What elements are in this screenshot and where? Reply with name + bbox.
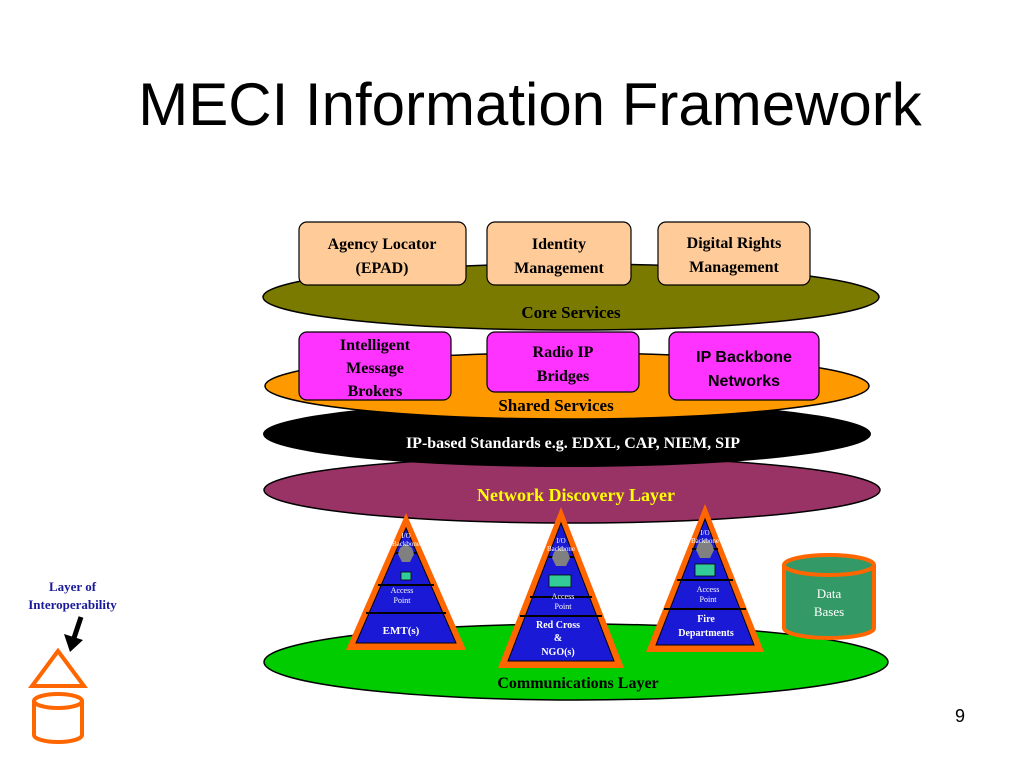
core-box-agency-locator: Agency Locator (EPAD) xyxy=(298,221,467,286)
svg-text:Departments: Departments xyxy=(678,628,734,639)
core-box-digital-rights: Digital Rights Management xyxy=(657,221,811,286)
standards-layer-label: IP-based Standards e.g. EDXL, CAP, NIEM,… xyxy=(406,435,740,452)
svg-text:Point: Point xyxy=(700,595,718,604)
communications-layer-label: Communications Layer xyxy=(497,675,658,692)
svg-text:Point: Point xyxy=(555,602,573,611)
svg-text:Intelligent: Intelligent xyxy=(340,337,411,354)
svg-text:Backbone: Backbone xyxy=(547,545,575,553)
network-discovery-label: Network Discovery Layer xyxy=(477,485,675,505)
svg-text:Access: Access xyxy=(391,586,414,595)
pyramid-emt: I/O Backbone Access Point EMT(s) xyxy=(346,513,466,650)
backbone-icon xyxy=(398,544,414,562)
svg-text:Access: Access xyxy=(697,585,720,594)
pyramid-fire-departments: I/O Backbone Access Point Fire Departmen… xyxy=(646,504,764,652)
svg-text:Identity: Identity xyxy=(532,236,586,253)
svg-text:(EPAD): (EPAD) xyxy=(355,260,408,277)
access-point-icon xyxy=(694,563,716,577)
database-cylinder: Data Bases xyxy=(782,553,876,640)
backbone-icon xyxy=(552,547,570,566)
core-services-label: Core Services xyxy=(521,303,621,322)
svg-text:Message: Message xyxy=(346,360,404,377)
page-number: 9 xyxy=(954,706,965,726)
pyramid-red-cross: I/O Backbone Access Point Red Cross & NG… xyxy=(498,507,624,668)
shared-box-message-brokers: Intelligent Message Brokers xyxy=(298,331,452,401)
svg-text:Data: Data xyxy=(817,586,842,601)
standards-layer xyxy=(263,401,871,467)
shared-box-radio-ip-bridges: Radio IP Bridges xyxy=(486,331,640,393)
legend-cylinder-icon xyxy=(32,692,84,744)
svg-text:EMT(s): EMT(s) xyxy=(383,625,420,637)
svg-text:IP Backbone: IP Backbone xyxy=(696,349,792,366)
legend-arrow-icon xyxy=(64,616,84,652)
access-point-icon xyxy=(400,571,412,581)
svg-text:I/O: I/O xyxy=(401,532,410,540)
legend-label: Layer of Interoperability xyxy=(28,579,117,612)
svg-text:Management: Management xyxy=(514,260,604,277)
svg-text:I/O: I/O xyxy=(556,537,565,545)
svg-text:Networks: Networks xyxy=(708,373,780,390)
svg-text:I/O: I/O xyxy=(700,529,709,537)
svg-text:Backbone: Backbone xyxy=(691,537,719,545)
backbone-icon xyxy=(696,539,714,558)
access-point-icon xyxy=(548,574,572,588)
svg-text:Bases: Bases xyxy=(814,604,844,619)
core-box-identity-management: Identity Management xyxy=(486,221,632,286)
svg-text:Management: Management xyxy=(689,259,779,276)
svg-text:Digital Rights: Digital Rights xyxy=(687,235,782,252)
svg-text:Fire: Fire xyxy=(697,614,715,625)
svg-text:Agency Locator: Agency Locator xyxy=(328,236,437,253)
legend-triangle-icon xyxy=(28,647,88,688)
svg-text:Brokers: Brokers xyxy=(348,383,403,400)
svg-text:Point: Point xyxy=(394,596,412,605)
slide-title: MECI Information Framework xyxy=(138,71,922,138)
svg-text:Backbone: Backbone xyxy=(392,540,420,548)
svg-text:NGO(s): NGO(s) xyxy=(541,647,574,658)
shared-box-ip-backbone: IP Backbone Networks xyxy=(668,331,820,401)
svg-text:Radio IP: Radio IP xyxy=(533,344,594,361)
svg-text:Access: Access xyxy=(552,592,575,601)
svg-text:&: & xyxy=(554,633,562,644)
shared-services-label: Shared Services xyxy=(498,396,614,415)
svg-text:Red Cross: Red Cross xyxy=(536,620,580,631)
svg-text:Bridges: Bridges xyxy=(537,368,589,385)
